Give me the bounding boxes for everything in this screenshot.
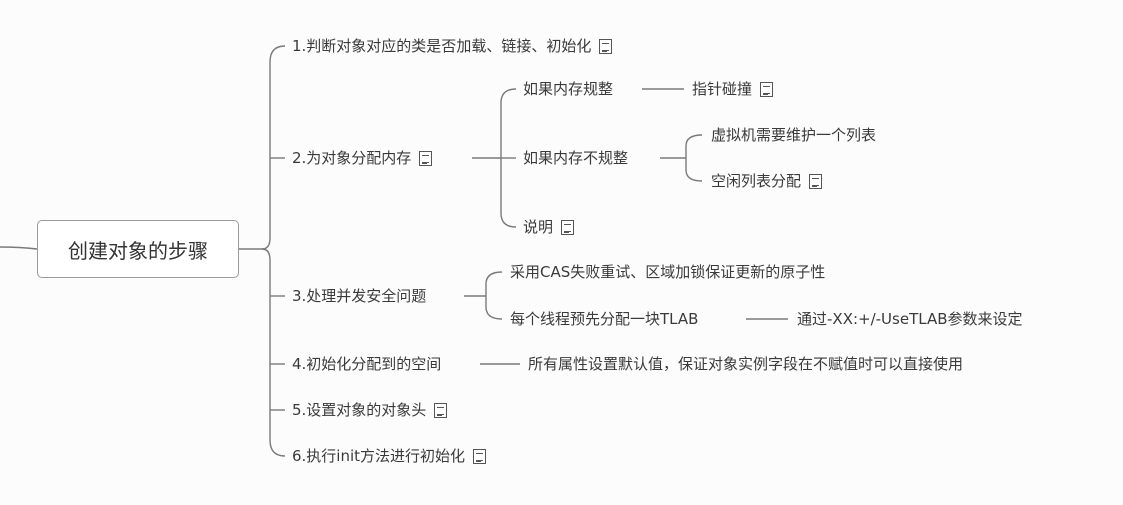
cas-label: 采用CAS失败重试、区域加锁保证更新的原子性 — [510, 263, 826, 281]
step-5-label: 5.设置对象的对象头 — [292, 401, 427, 419]
step-1-node[interactable]: 1.判断对象对应的类是否加载、链接、初始化 — [292, 36, 613, 56]
tlab-setting-node[interactable]: 通过-XX:+/-UseTLAB参数来设定 — [797, 309, 1023, 329]
tlab-setting-label: 通过-XX:+/-UseTLAB参数来设定 — [797, 310, 1023, 328]
memory-note-label: 说明 — [523, 218, 554, 236]
pointer-bump-node[interactable]: 指针碰撞 — [692, 79, 774, 99]
tlab-label: 每个线程预先分配一块TLAB — [510, 310, 699, 328]
step-5-node[interactable]: 5.设置对象的对象头 — [292, 400, 448, 420]
note-icon[interactable] — [760, 81, 774, 97]
step-6-label: 6.执行init方法进行初始化 — [292, 447, 466, 465]
free-list-allocation-label: 空闲列表分配 — [711, 172, 802, 190]
memory-note-node[interactable]: 说明 — [523, 217, 575, 237]
free-list-maintain-label: 虚拟机需要维护一个列表 — [711, 126, 877, 144]
free-list-allocation-node[interactable]: 空闲列表分配 — [711, 171, 823, 191]
memory-regular-node[interactable]: 如果内存规整 — [523, 79, 613, 99]
root-node[interactable]: 创建对象的步骤 — [37, 220, 239, 278]
step-3-node[interactable]: 3.处理并发安全问题 — [292, 286, 426, 306]
note-icon[interactable] — [434, 402, 448, 418]
tlab-node[interactable]: 每个线程预先分配一块TLAB — [510, 309, 698, 329]
memory-irregular-node[interactable]: 如果内存不规整 — [523, 148, 628, 168]
step-3-label: 3.处理并发安全问题 — [292, 287, 427, 305]
step-4-label: 4.初始化分配到的空间 — [292, 355, 442, 373]
pointer-bump-label: 指针碰撞 — [692, 80, 753, 98]
note-icon[interactable] — [473, 448, 487, 464]
cas-node[interactable]: 采用CAS失败重试、区域加锁保证更新的原子性 — [510, 262, 825, 282]
default-values-label: 所有属性设置默认值，保证对象实例字段在不赋值时可以直接使用 — [528, 355, 964, 373]
note-icon[interactable] — [419, 150, 433, 166]
free-list-maintain-node[interactable]: 虚拟机需要维护一个列表 — [711, 125, 876, 145]
note-icon[interactable] — [561, 219, 575, 235]
step-1-label: 1.判断对象对应的类是否加载、链接、初始化 — [292, 37, 592, 55]
note-icon[interactable] — [809, 173, 823, 189]
root-label: 创建对象的步骤 — [68, 238, 208, 263]
note-icon[interactable] — [599, 38, 613, 54]
step-2-label: 2.为对象分配内存 — [292, 149, 412, 167]
step-2-node[interactable]: 2.为对象分配内存 — [292, 148, 433, 168]
step-6-node[interactable]: 6.执行init方法进行初始化 — [292, 446, 487, 466]
memory-regular-label: 如果内存规整 — [523, 80, 614, 98]
step-4-node[interactable]: 4.初始化分配到的空间 — [292, 354, 441, 374]
default-values-node[interactable]: 所有属性设置默认值，保证对象实例字段在不赋值时可以直接使用 — [528, 354, 963, 374]
memory-irregular-label: 如果内存不规整 — [523, 149, 629, 167]
